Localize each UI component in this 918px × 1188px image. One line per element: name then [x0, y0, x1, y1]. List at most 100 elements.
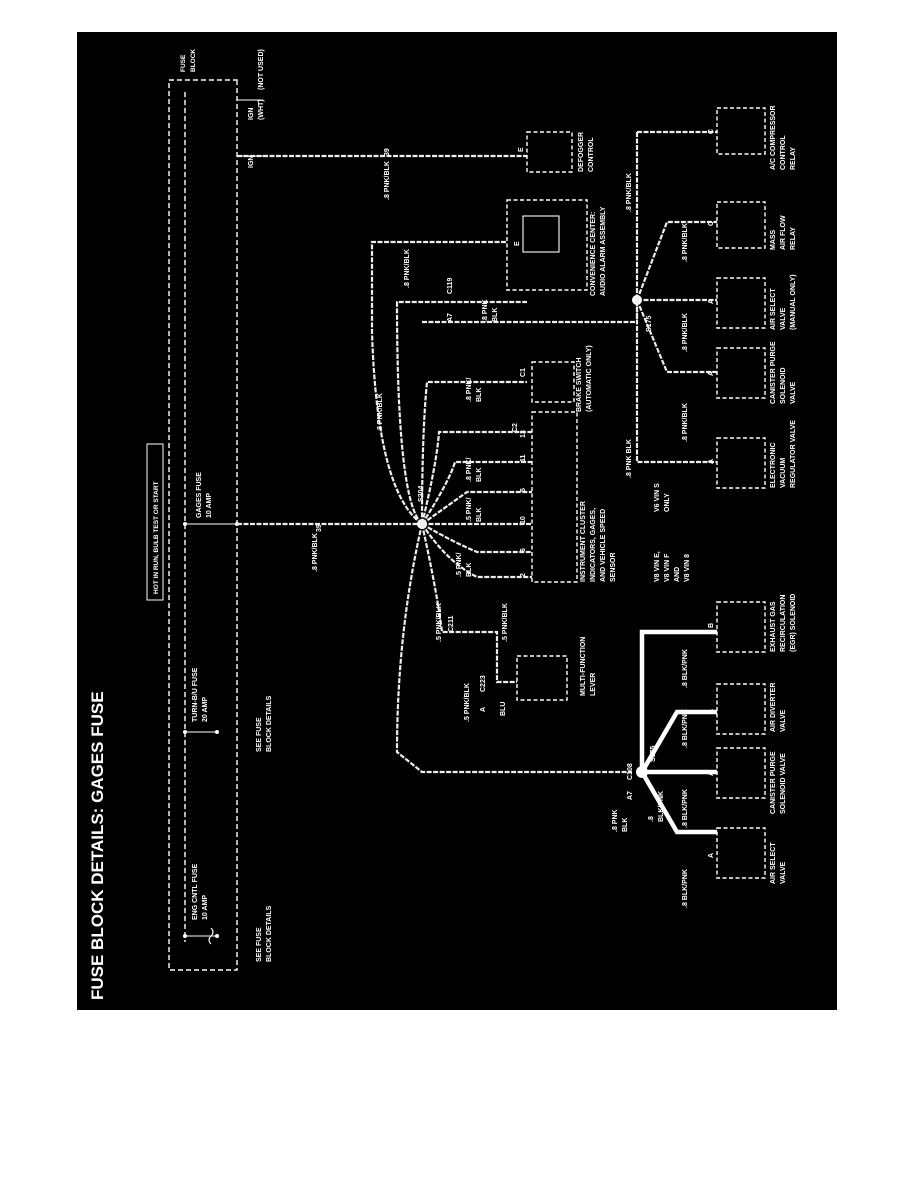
svg-text:INDICATORS, GAGES,: INDICATORS, GAGES,	[590, 508, 597, 582]
svg-text:A: A	[708, 459, 715, 464]
hot-in-run-box	[146, 443, 164, 601]
svg-text:.8 PNK/BLK: .8 PNK/BLK	[626, 173, 633, 212]
svg-text:RELAY: RELAY	[790, 147, 797, 170]
svg-text:AIR FLOW: AIR FLOW	[780, 215, 787, 250]
s175-upper-branches	[635, 220, 717, 464]
svg-text:TURN-B/U FUSE: TURN-B/U FUSE	[192, 667, 199, 722]
svg-text:13: 13	[520, 430, 527, 438]
svg-text:V8 VIN 8: V8 VIN 8	[684, 554, 691, 582]
svg-text:E: E	[514, 241, 521, 246]
electronic-vacuum-regulator-valve	[716, 437, 766, 489]
svg-text:.8 BLK/PNK: .8 BLK/PNK	[682, 709, 689, 748]
svg-text:AND VEHICLE SPEED: AND VEHICLE SPEED	[600, 509, 607, 582]
air-diverter-valve	[716, 683, 766, 735]
svg-text:.5 PNK/BLK: .5 PNK/BLK	[502, 603, 509, 642]
svg-text:.5 PNK/BLK: .5 PNK/BLK	[436, 603, 443, 642]
svg-text:(MANUAL ONLY): (MANUAL ONLY)	[790, 274, 797, 330]
svg-text:BLK: BLK	[492, 308, 499, 322]
svg-text:BLK: BLK	[476, 468, 483, 482]
svg-text:VALVE: VALVE	[780, 861, 787, 884]
svg-text:GAGES FUSE: GAGES FUSE	[196, 472, 203, 518]
svg-text:REGULATOR VALVE: REGULATOR VALVE	[790, 420, 797, 488]
svg-text:A7: A7	[627, 791, 634, 800]
svg-text:.8 PNK: .8 PNK	[482, 299, 489, 322]
svg-text:V8 VIN F: V8 VIN F	[664, 553, 671, 582]
air-select-valve-2	[716, 277, 766, 329]
svg-text:BLU: BLU	[500, 702, 507, 716]
svg-text:VACUUM: VACUUM	[780, 458, 787, 488]
svg-text:11: 11	[520, 454, 527, 462]
svg-text:.8 PNK/BLK: .8 PNK/BLK	[682, 403, 689, 442]
svg-text:(AUTOMATIC ONLY): (AUTOMATIC ONLY)	[586, 345, 593, 412]
svg-text:RELAY: RELAY	[790, 227, 797, 250]
svg-text:CONVENIENCE CENTER:: CONVENIENCE CENTER:	[590, 212, 597, 296]
svg-text:MULTI-FUNCTION: MULTI-FUNCTION	[580, 637, 587, 696]
svg-text:10 AMP: 10 AMP	[202, 895, 209, 920]
svg-text:.8 PNK/BLK: .8 PNK/BLK	[682, 313, 689, 352]
svg-text:A: A	[708, 709, 715, 714]
svg-text:V6 VIN S: V6 VIN S	[654, 483, 661, 512]
diagram-panel: FUSE BLOCK DETAILS: GAGES FUSE FUSE BLOC…	[77, 32, 837, 1010]
canister-purge-solenoid-2	[716, 347, 766, 399]
see-fuse-note-left-2: BLOCK DETAILS	[266, 905, 273, 962]
see-fuse-note-mid-2: BLOCK DETAILS	[266, 695, 273, 752]
svg-text:BRAKE SWITCH: BRAKE SWITCH	[576, 358, 583, 412]
svg-text:VALVE: VALVE	[780, 709, 787, 732]
svg-text:.8 PNK/: .8 PNK/	[466, 457, 473, 482]
convenience-center	[506, 199, 588, 291]
see-fuse-note-mid: SEE FUSE	[256, 717, 263, 752]
brake-switch	[531, 361, 575, 403]
svg-text:SOLENOID: SOLENOID	[780, 367, 787, 404]
svg-text:C: C	[708, 129, 715, 134]
svg-text:20 AMP: 20 AMP	[202, 697, 209, 722]
svg-text:C108: C108	[627, 763, 634, 780]
svg-text:.5 PNK/: .5 PNK/	[456, 552, 463, 577]
svg-text:.8 BLK/PNK: .8 BLK/PNK	[682, 649, 689, 688]
turn-bu-fuse: TURN-B/U FUSE 20 AMP	[183, 667, 219, 734]
svg-text:10 AMP: 10 AMP	[206, 493, 213, 518]
ign-notused-label: (NOT USED)	[258, 49, 265, 90]
svg-text:10: 10	[520, 516, 527, 524]
svg-text:.5 PNK/: .5 PNK/	[466, 497, 473, 522]
svg-text:.8: .8	[648, 816, 655, 822]
svg-text:VALVE: VALVE	[790, 381, 797, 404]
svg-text:AIR SELECT: AIR SELECT	[770, 288, 777, 330]
diagram-title: FUSE BLOCK DETAILS: GAGES FUSE	[88, 691, 107, 1000]
svg-text:.8 PNK/BLK: .8 PNK/BLK	[377, 393, 384, 432]
svg-text:A7: A7	[447, 313, 454, 322]
fuse-block-outline	[168, 79, 238, 971]
svg-text:LEVER: LEVER	[590, 673, 597, 696]
see-fuse-note-left: SEE FUSE	[256, 927, 263, 962]
svg-text:SOLENOID VALVE: SOLENOID VALVE	[780, 753, 787, 814]
svg-text:C119: C119	[447, 278, 454, 294]
s204-branches	[370, 240, 632, 774]
svg-text:.8 PNK BLK: .8 PNK BLK	[626, 439, 633, 478]
svg-text:C: C	[708, 221, 715, 226]
svg-text:6: 6	[520, 548, 527, 552]
svg-text:A: A	[708, 299, 715, 304]
svg-text:ONLY: ONLY	[664, 493, 671, 512]
svg-text:A/C COMPRESSOR: A/C COMPRESSOR	[770, 105, 777, 170]
svg-text:.5 PNK/BLK: .5 PNK/BLK	[464, 683, 471, 722]
svg-text:A: A	[708, 371, 715, 376]
svg-text:RECIRCULATION: RECIRCULATION	[780, 595, 787, 652]
svg-text:.8 PNK/BLK: .8 PNK/BLK	[312, 533, 319, 572]
multifunction-lever	[516, 655, 568, 701]
svg-text:C2: C2	[512, 423, 519, 432]
fuse-block-label: FUSE	[180, 54, 187, 72]
s175-lower-branches	[639, 629, 717, 835]
svg-text:5: 5	[520, 488, 527, 492]
svg-text:CANISTER PURGE: CANISTER PURGE	[770, 341, 777, 404]
svg-text:EXHAUST GAS: EXHAUST GAS	[770, 601, 777, 652]
ign-wht-label: IGN	[248, 108, 255, 120]
svg-text:A: A	[708, 771, 715, 776]
svg-text:AIR DIVERTER: AIR DIVERTER	[770, 683, 777, 732]
svg-text:39: 39	[384, 148, 391, 156]
svg-text:39: 39	[316, 524, 323, 532]
svg-text:VALVE: VALVE	[780, 307, 787, 330]
svg-text:DEFOGGER: DEFOGGER	[578, 132, 585, 172]
svg-text:.8 BLK/PNK: .8 BLK/PNK	[682, 789, 689, 828]
ign-label: IGN	[248, 156, 255, 168]
eng-cntl-fuse: ENG CNTL FUSE 10 AMP	[183, 863, 219, 945]
svg-text:.8 PNK/BLK: .8 PNK/BLK	[682, 223, 689, 262]
